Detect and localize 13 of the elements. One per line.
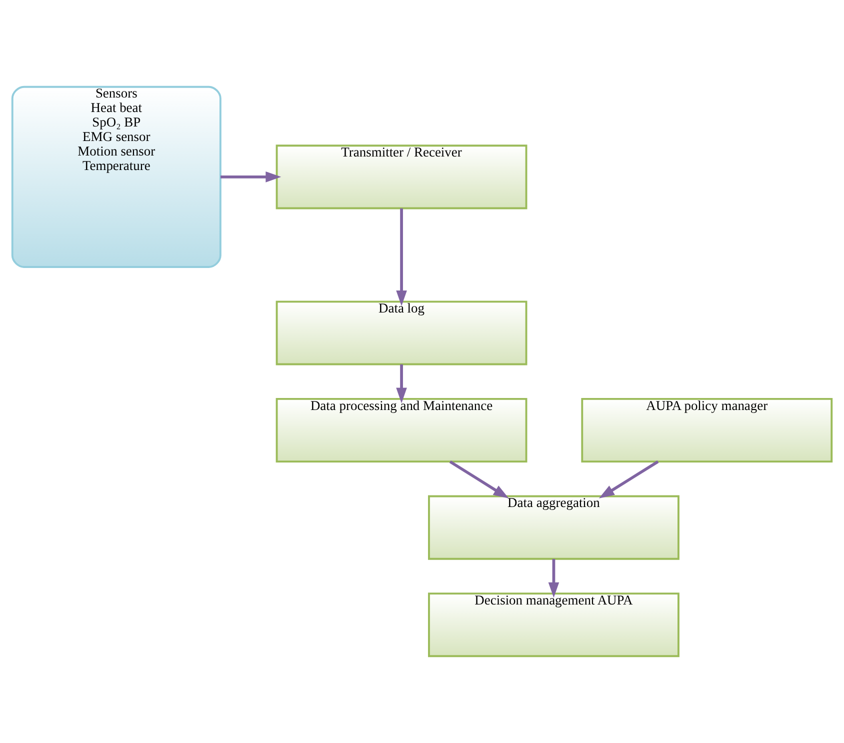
node-box: Data processing and Maintenance (276, 398, 528, 463)
node-box: Sensors Heat beat SpO₂ BP EMG sensor Motion sensor Temperature (11, 86, 222, 268)
node-box: Transmitter / Receiver (276, 144, 528, 210)
arrow (396, 208, 407, 306)
node-box: AUPA policy manager (581, 398, 833, 463)
arrow (396, 364, 407, 404)
node-box: Data aggregation (428, 495, 680, 560)
arrow (220, 172, 282, 182)
node-box: Data log (276, 300, 528, 366)
arrow (598, 460, 659, 498)
arrow (548, 558, 560, 598)
arrow (449, 460, 509, 498)
node-box: Decision management AUPA (428, 592, 680, 658)
